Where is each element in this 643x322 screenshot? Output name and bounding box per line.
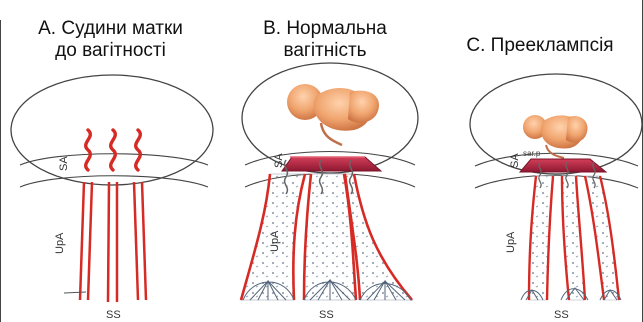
panel-c-sa-label: SA — [509, 153, 521, 168]
panel-b-fetus — [287, 84, 379, 145]
panel-a-upa-pointer — [64, 292, 86, 293]
panel-b-upa-label: UpA — [269, 230, 281, 252]
panel-c-upa-label: UpA — [505, 231, 517, 253]
panel-b-placenta — [282, 157, 381, 171]
panel-b-fetus-leg — [348, 91, 379, 123]
panel-a-artery-1-left — [80, 182, 84, 300]
panel-c-fetus-leg — [566, 116, 588, 142]
panel-b-ss-label: SS — [319, 309, 334, 321]
panel-c-placenta-label: sar.p — [523, 149, 541, 158]
panel-c-narrow-arteries — [529, 162, 619, 300]
panel-a-spiral-artery-2 — [111, 130, 116, 170]
panel-b-diagram: SA UpA SS — [241, 63, 418, 321]
panel-a-spiral-artery-3 — [136, 130, 141, 170]
panel-c-myometrium-line — [475, 175, 638, 188]
panel-a-artery-1-right — [88, 182, 92, 300]
panel-b-sa-label: SA — [273, 153, 285, 168]
panel-a-sa-label: SA — [58, 156, 70, 171]
panel-c-diagram: sar.p — [470, 74, 642, 321]
panel-b-remodeled-arteries — [241, 160, 412, 300]
panel-a-artery-3-left — [134, 182, 138, 300]
panel-a-ss-label: SS — [106, 309, 121, 321]
panel-a-artery-2-left — [108, 182, 109, 302]
panel-a-uterine-arteries — [80, 182, 146, 302]
panel-a-spiral-artery-1 — [86, 130, 91, 170]
panel-a-spiral-arteries — [86, 130, 141, 170]
panel-a-upa-label: UpA — [54, 232, 66, 254]
panel-a-diagram: SA UpA SS — [11, 75, 213, 321]
panel-c-ss-label: SS — [554, 309, 569, 321]
panel-a-artery-3-right — [142, 182, 146, 300]
